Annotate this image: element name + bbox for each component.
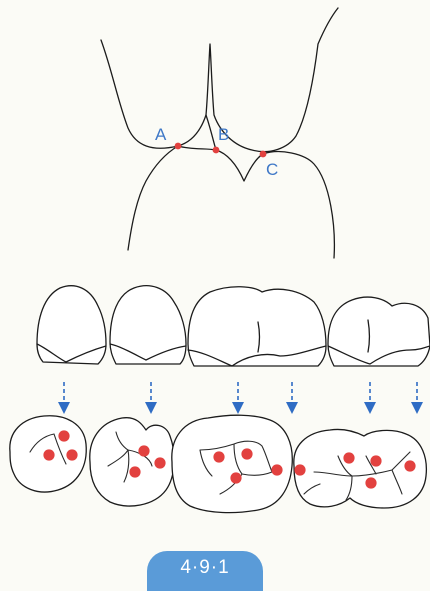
contact-dot xyxy=(138,445,149,456)
tooth-side-4 xyxy=(328,297,430,366)
contact-dot xyxy=(66,449,77,460)
arrow-3 xyxy=(232,382,244,414)
arrow-2 xyxy=(145,382,157,414)
label-c: C xyxy=(266,160,278,179)
contact-dot xyxy=(154,457,165,468)
contact-dot xyxy=(343,452,354,463)
tooth-side-3 xyxy=(188,287,326,366)
dental-occlusion-figure: A B C xyxy=(0,0,430,578)
occlusal-tooth-1 xyxy=(10,416,86,492)
occlusal-tooth-4 xyxy=(294,429,427,508)
occlusal-tooth-2 xyxy=(90,418,174,506)
arrow-6 xyxy=(411,382,423,414)
contact-dot xyxy=(129,466,140,477)
contact-dot xyxy=(404,460,415,471)
contact-point-b xyxy=(213,147,220,154)
figure-drawing: A B C xyxy=(0,0,430,578)
occlusal-tooth-3 xyxy=(172,415,292,512)
contact-point-a xyxy=(175,143,182,150)
contact-dot xyxy=(370,455,381,466)
contact-dot xyxy=(241,448,252,459)
figure-caption-badge: 4·9·1 xyxy=(147,551,263,591)
arrow-4 xyxy=(286,382,298,414)
label-b: B xyxy=(218,125,229,144)
occlusal-views xyxy=(10,415,427,512)
contact-dot xyxy=(294,464,305,475)
tooth-side-2 xyxy=(110,286,186,364)
contact-dot xyxy=(58,430,69,441)
contact-dot xyxy=(230,472,241,483)
contact-point-c xyxy=(260,151,267,158)
contact-dot xyxy=(213,451,224,462)
cusp-groove-line xyxy=(206,115,216,150)
lower-tooth-outline xyxy=(128,146,334,258)
cross-section-diagram: A B C xyxy=(101,8,338,258)
label-a: A xyxy=(155,125,167,144)
contact-dot xyxy=(271,464,282,475)
contact-dot xyxy=(365,477,376,488)
arrow-5 xyxy=(364,382,376,414)
contact-dot xyxy=(43,449,54,460)
direction-arrows xyxy=(58,382,423,414)
tooth-side-1 xyxy=(37,286,106,364)
teeth-side-view xyxy=(37,286,430,366)
arrow-1 xyxy=(58,382,70,414)
